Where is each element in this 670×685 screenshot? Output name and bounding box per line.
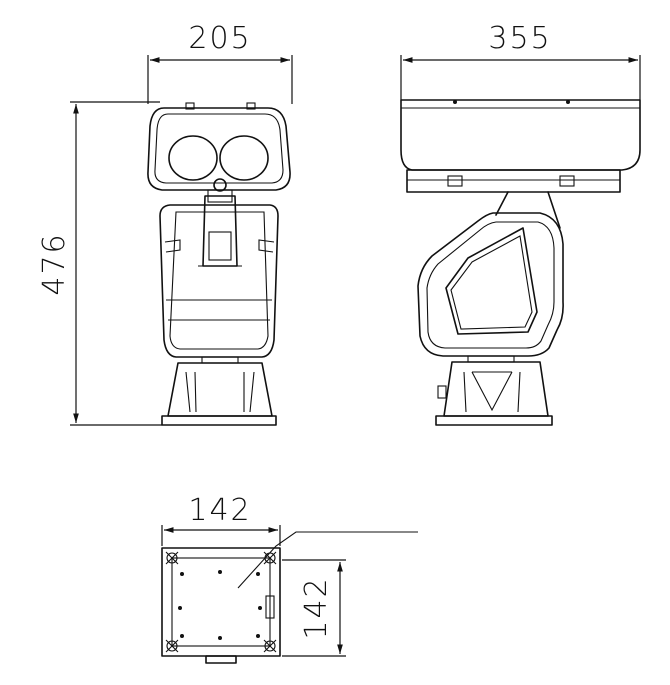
side-view	[400, 99, 641, 426]
base-width-label: 142	[188, 493, 251, 528]
front-view	[147, 102, 291, 426]
height-label: 476	[37, 232, 72, 295]
base-view	[161, 531, 418, 664]
base-width-dimension: 142	[161, 493, 281, 546]
side-width-label: 355	[488, 21, 551, 56]
front-width-dimension: 205	[147, 21, 293, 104]
side-width-dimension: 355	[400, 21, 641, 100]
height-dimension: 476	[37, 101, 162, 426]
base-depth-dimension: 142	[282, 559, 346, 657]
front-width-label: 205	[188, 21, 251, 56]
base-depth-label: 142	[299, 576, 334, 639]
